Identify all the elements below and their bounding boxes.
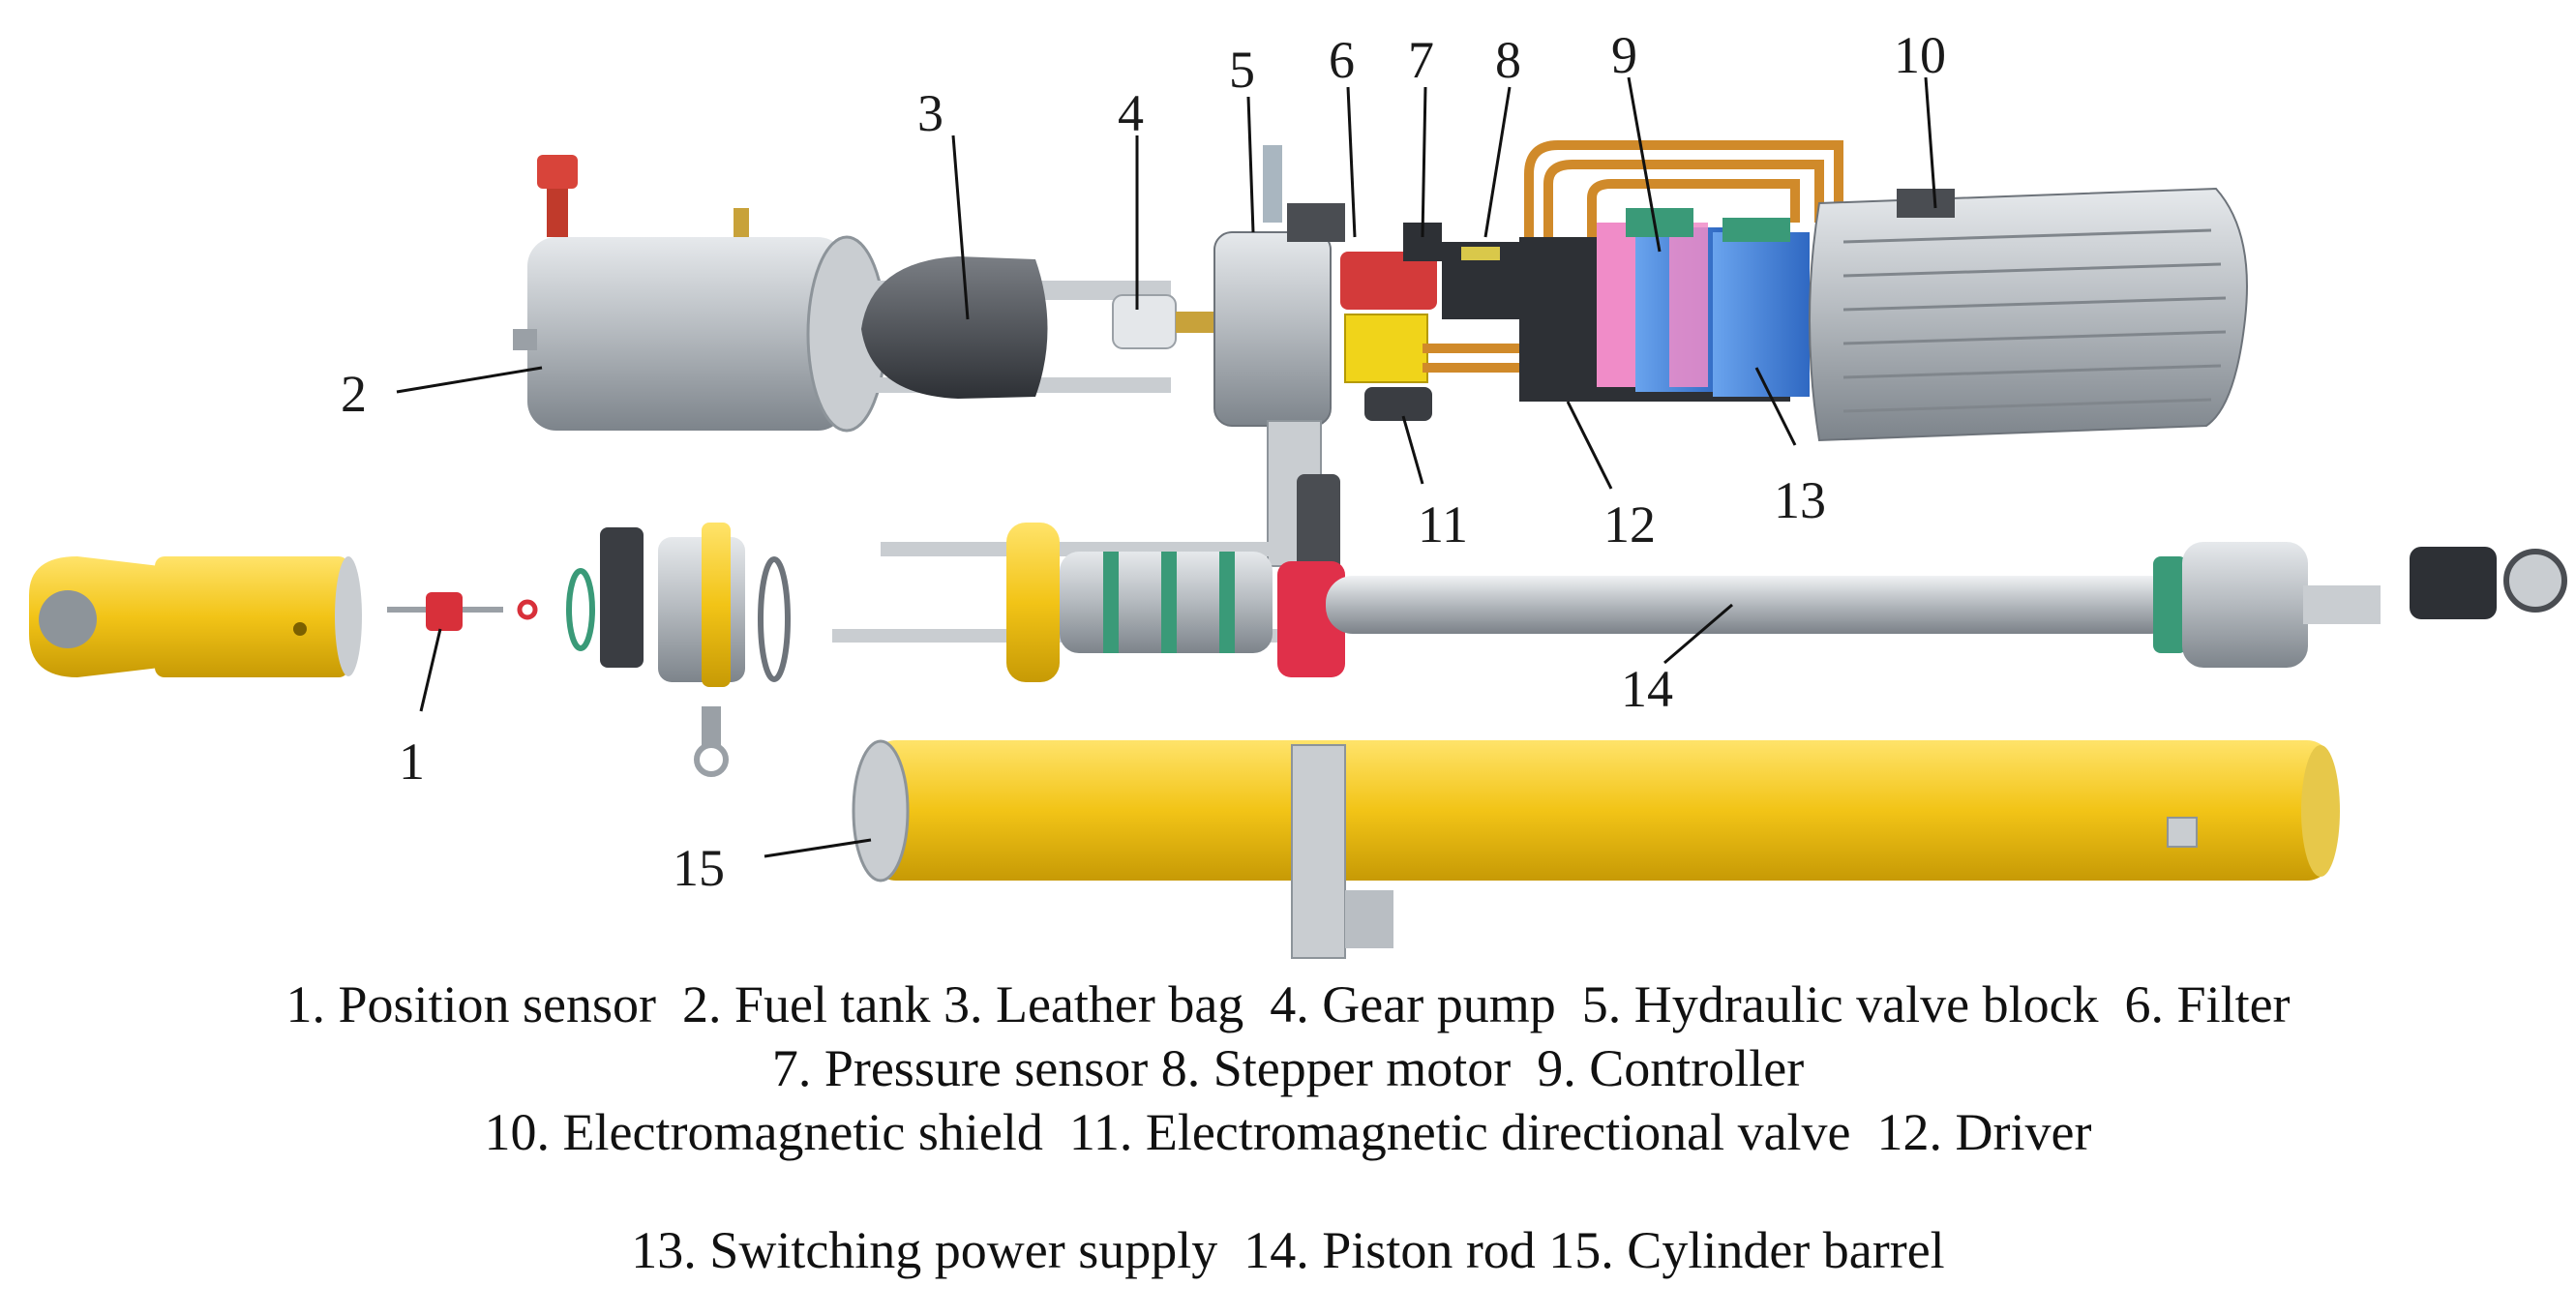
leader-lines — [396, 76, 1937, 858]
callout-13: 13 — [1774, 471, 1826, 529]
callout-11: 11 — [1418, 495, 1468, 553]
callout-15: 15 — [673, 839, 725, 897]
callout-2: 2 — [341, 365, 367, 423]
piston-rod — [1277, 542, 2567, 677]
stepper-motor — [1442, 242, 1519, 319]
exploded-view-diagram: 1 2 3 4 5 6 7 8 9 10 11 12 13 14 15 — [29, 26, 2567, 959]
switching-power-supply — [1713, 218, 1810, 397]
legend-line-1: 1. Position sensor 2. Fuel tank 3. Leath… — [285, 975, 2291, 1033]
cylinder-head-flange — [566, 523, 791, 777]
callout-5: 5 — [1229, 41, 1255, 99]
electromagnetic-shield — [1809, 187, 2248, 442]
hydraulic-valve-block — [1213, 145, 1345, 581]
legend-line-3: 10. Electromagnetic shield 11. Electroma… — [484, 1103, 2092, 1161]
callout-numbers: 1 2 3 4 5 6 7 8 9 10 11 12 13 14 15 — [341, 26, 1946, 897]
callout-14: 14 — [1621, 660, 1673, 718]
callout-8: 8 — [1495, 31, 1521, 89]
fuel-tank — [513, 155, 887, 433]
legend-line-4: 13. Switching power supply 14. Piston ro… — [631, 1221, 1945, 1279]
callout-10: 10 — [1894, 26, 1946, 84]
filter — [1340, 252, 1437, 310]
parts-legend: 1. Position sensor 2. Fuel tank 3. Leath… — [0, 972, 2576, 1282]
position-sensor — [387, 592, 538, 631]
copper-pipes — [1524, 140, 1843, 247]
guide-sleeve — [832, 523, 1287, 682]
gear-pump — [1112, 294, 1219, 349]
rear-clevis — [29, 556, 362, 677]
legend-line-2: 7. Pressure sensor 8. Stepper motor 9. C… — [771, 1039, 1805, 1097]
leather-bag — [852, 256, 1171, 399]
callout-7: 7 — [1408, 31, 1434, 89]
callout-12: 12 — [1603, 495, 1656, 553]
callout-9: 9 — [1611, 26, 1637, 84]
cylinder-barrel — [852, 739, 2340, 959]
callout-6: 6 — [1329, 31, 1355, 89]
callout-1: 1 — [399, 733, 425, 791]
controller — [1597, 208, 1722, 392]
callout-4: 4 — [1118, 84, 1144, 142]
callout-3: 3 — [917, 84, 944, 142]
